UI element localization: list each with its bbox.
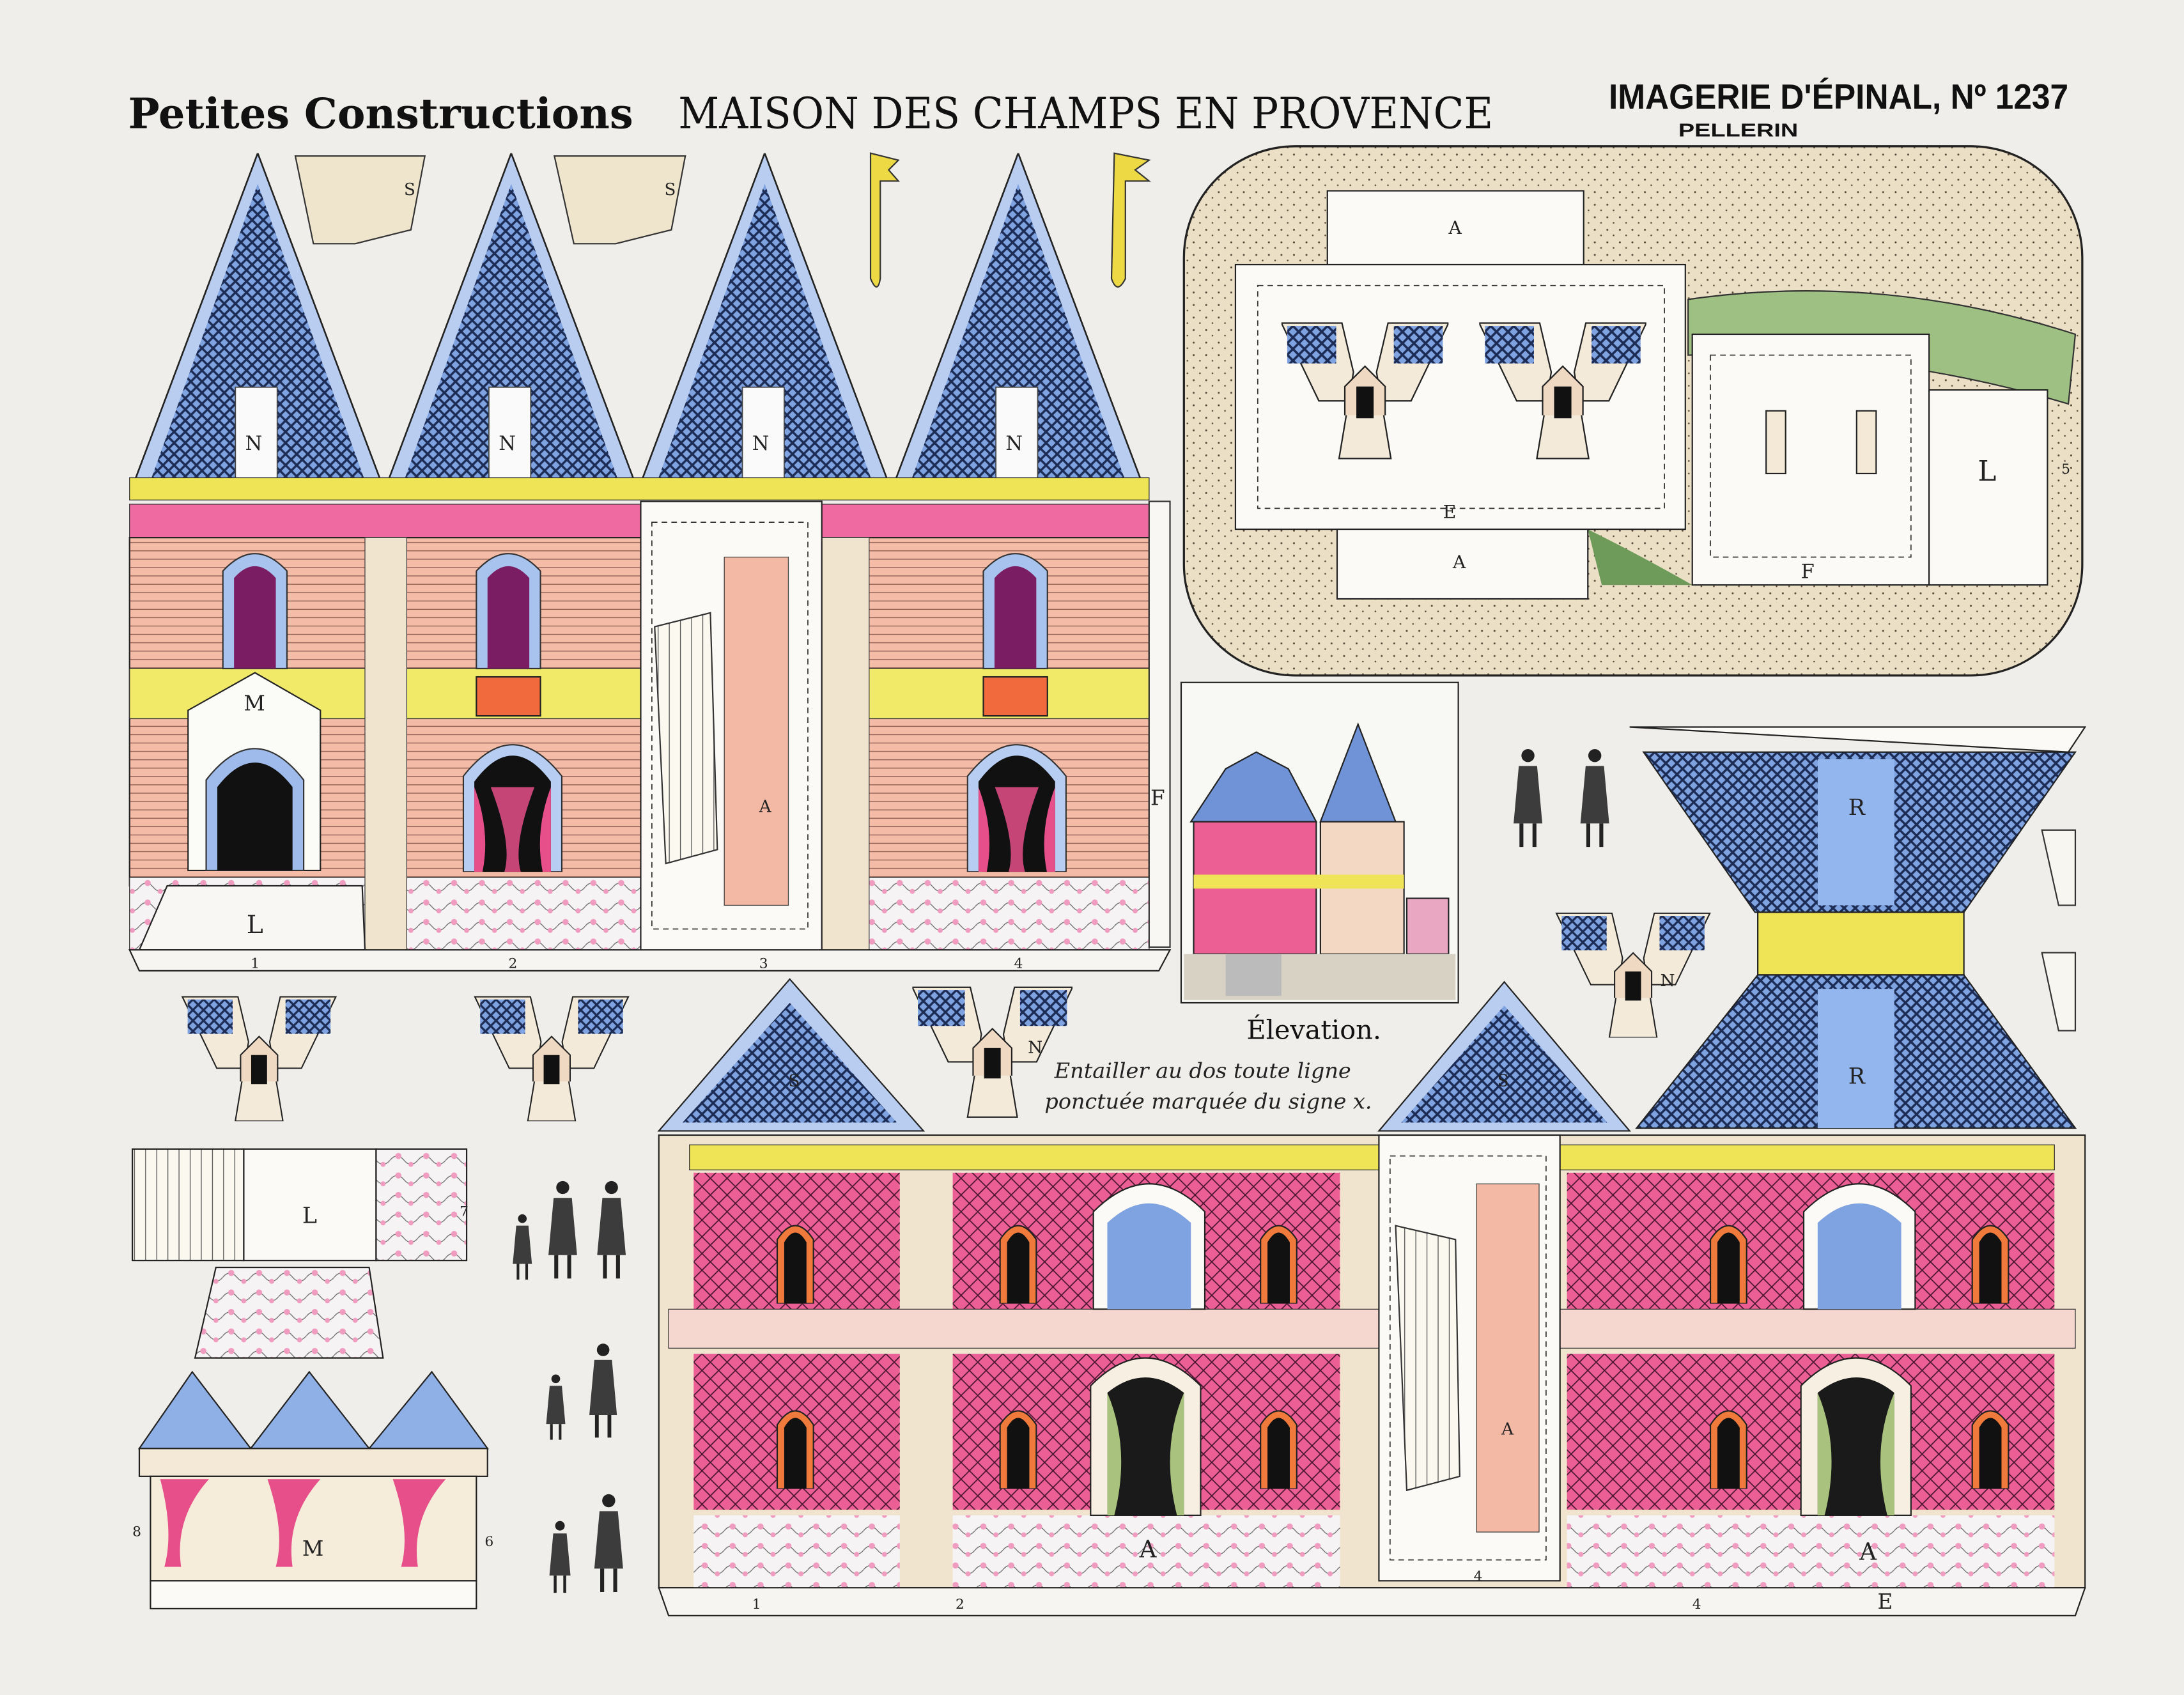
header: Petites Constructions MAISON DES CHAMPS … bbox=[128, 77, 2069, 141]
tab-number: 7 bbox=[460, 1204, 469, 1219]
arched-window bbox=[966, 744, 1067, 872]
sheet-title: MAISON DES CHAMPS EN PROVENCE bbox=[678, 88, 1493, 138]
piece-label: E bbox=[1443, 502, 1457, 523]
cutting-instructions-line-2: ponctuée marquée du signe x. bbox=[1044, 1090, 1372, 1114]
arched-window bbox=[462, 744, 563, 872]
tab-number: 4 bbox=[1014, 956, 1023, 971]
piece-label: L bbox=[247, 911, 263, 940]
piece-label: S bbox=[665, 180, 676, 199]
tab-number: 3 bbox=[759, 956, 768, 971]
tab-number: 6 bbox=[484, 1534, 493, 1550]
piece-label: A bbox=[1452, 552, 1466, 573]
piece-label: N bbox=[752, 433, 770, 455]
piece-label: F bbox=[1801, 561, 1815, 583]
piece-label: S bbox=[1498, 1072, 1509, 1091]
piece-label: A bbox=[1859, 1538, 1877, 1566]
piece-label: N bbox=[1028, 1038, 1042, 1057]
piece-label: A bbox=[1139, 1535, 1158, 1563]
piece-label: N bbox=[1005, 433, 1023, 455]
tab-number: 8 bbox=[132, 1524, 141, 1540]
tab-number: 4 bbox=[1692, 1597, 1701, 1613]
piece-label: L bbox=[302, 1203, 317, 1228]
ground-base-panel: A E A L F bbox=[1182, 145, 2084, 677]
piece-label: N bbox=[1661, 971, 1675, 991]
upper-facade-strip: N N N N M L bbox=[128, 153, 1172, 971]
lower-windows bbox=[776, 1183, 2010, 1516]
lower-facade-strip: S S bbox=[657, 978, 2086, 1616]
piece-label: A bbox=[1501, 1420, 1514, 1439]
hip-roof-piece: R R bbox=[1629, 726, 2087, 1129]
dormer-piece bbox=[181, 995, 337, 1122]
piece-label: L bbox=[1978, 456, 1996, 488]
piece-label: N bbox=[245, 433, 263, 455]
tab-number: 5 bbox=[2061, 461, 2070, 477]
publisher-number: IMAGERIE D'ÉPINAL, Nº 1237 bbox=[1609, 77, 2068, 116]
piece-label: S bbox=[404, 180, 415, 199]
entrance-door bbox=[187, 672, 321, 872]
stair-panel: A bbox=[640, 500, 823, 962]
tab-number: 1 bbox=[251, 956, 259, 971]
tab-number: 2 bbox=[508, 956, 517, 971]
upper-windows bbox=[222, 553, 1048, 717]
elevation-caption: Élevation. bbox=[1246, 1014, 1381, 1046]
stair-panel: A bbox=[1378, 1134, 1561, 1582]
piece-label: A bbox=[759, 797, 772, 816]
chimney-pieces: S S bbox=[294, 152, 1151, 288]
piece-label: R bbox=[1848, 795, 1866, 821]
piece-label: M bbox=[302, 1536, 323, 1561]
dormer-piece bbox=[1555, 912, 1711, 1038]
cutting-instructions-line-1: Entailler au dos toute ligne bbox=[1054, 1059, 1351, 1083]
printer-name: PELLERIN bbox=[1678, 121, 1798, 141]
piece-label: S bbox=[788, 1072, 800, 1091]
tab-number: 4 bbox=[1474, 1568, 1483, 1584]
piece-label: R bbox=[1848, 1064, 1866, 1089]
piece-label: E bbox=[1878, 1590, 1893, 1614]
elevation-illustration bbox=[1180, 681, 1459, 1004]
tab-number: 1 bbox=[752, 1597, 761, 1613]
piece-label: F bbox=[1150, 786, 1165, 810]
dormer-piece bbox=[474, 995, 630, 1122]
tab-number: 2 bbox=[956, 1597, 964, 1613]
piece-label: M bbox=[244, 691, 265, 715]
series-title: Petites Constructions bbox=[128, 89, 633, 138]
porch-pieces: L M 8 6 7 5 bbox=[131, 461, 2070, 1609]
piece-label: A bbox=[1448, 217, 1462, 238]
piece-label: N bbox=[499, 433, 516, 455]
